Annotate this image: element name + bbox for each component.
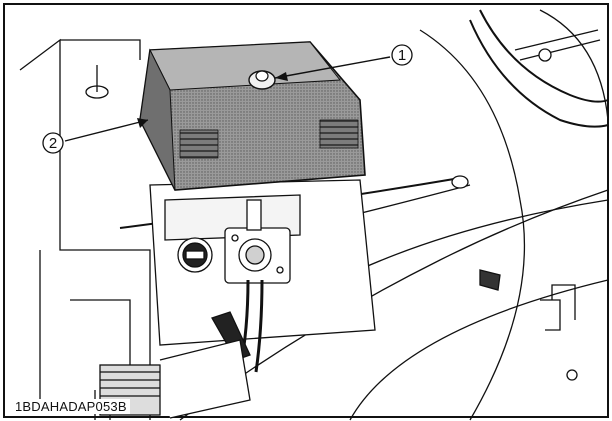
background-structures — [19, 9, 609, 421]
callout-1: 1 — [274, 44, 413, 81]
callout-1-circle — [391, 44, 413, 66]
engine-block — [99, 179, 376, 419]
figure-code-label: 1BDAHADAP053B — [12, 399, 130, 414]
callout-1-number: 1 — [398, 47, 406, 64]
callout-2-circle — [42, 132, 64, 154]
callout-2-leader — [64, 119, 149, 142]
callout-1-leader — [274, 56, 391, 79]
cover-vent-left — [179, 129, 219, 159]
callout-2: 2 — [42, 118, 149, 154]
engine-cover — [139, 41, 366, 191]
callout-2-number: 2 — [49, 135, 57, 152]
cover-vent-right — [319, 119, 359, 149]
